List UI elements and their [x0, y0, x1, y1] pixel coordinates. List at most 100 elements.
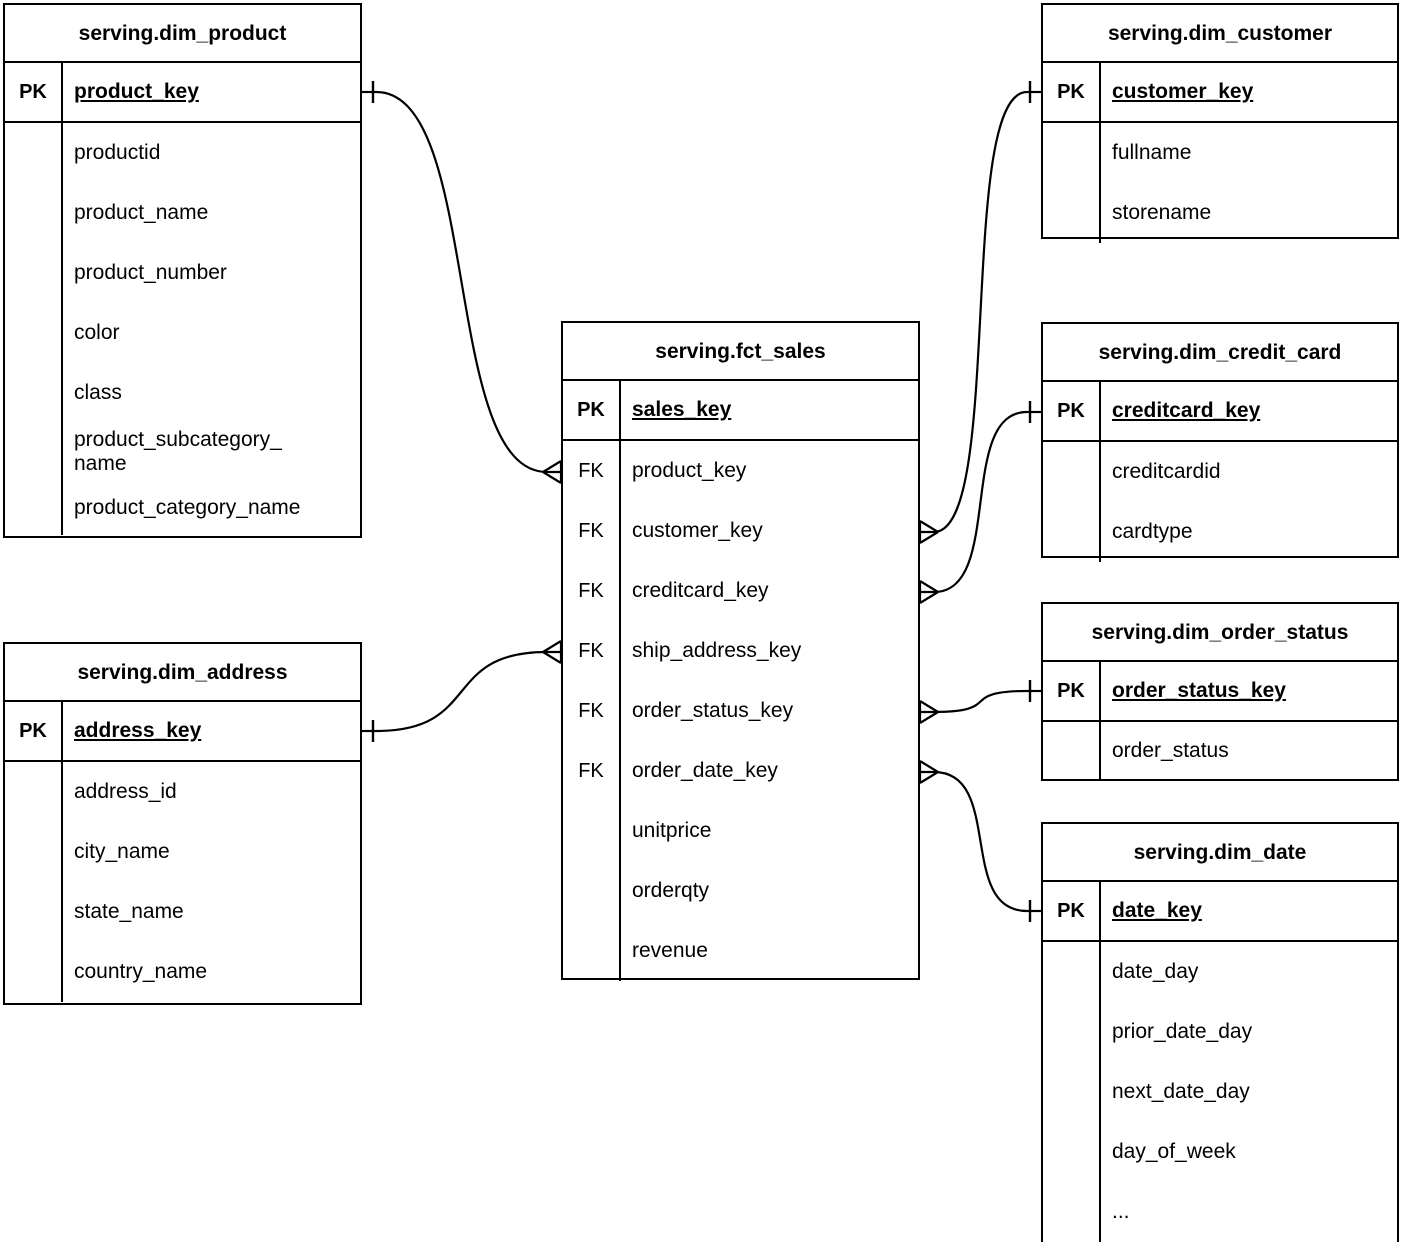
key-label: [1043, 1062, 1101, 1122]
cardinality-many-prong: [919, 591, 939, 604]
entity-row-pk[interactable]: PK creditcard_key: [1043, 382, 1397, 442]
key-label: [5, 762, 63, 822]
entity-row[interactable]: day_of_week: [1043, 1122, 1397, 1182]
key-label: [5, 481, 63, 535]
entity-row[interactable]: next_date_day: [1043, 1062, 1397, 1122]
key-label: [563, 921, 621, 981]
relationship-line: [375, 90, 548, 474]
attribute-name: orderqty: [632, 879, 710, 903]
attribute-name: country_name: [74, 960, 208, 984]
cardinality-many-prong: [919, 760, 939, 773]
entity-fields: productid product_name product_number co…: [5, 123, 360, 535]
entity-title: serving.fct_sales: [563, 323, 918, 381]
entity-row[interactable]: productid: [5, 123, 360, 183]
key-label: [5, 423, 63, 481]
entity-row[interactable]: state_name: [5, 882, 360, 942]
attribute-name: product_key: [632, 459, 747, 483]
key-label: [1043, 502, 1101, 562]
entity-row[interactable]: date_day: [1043, 942, 1397, 1002]
entity-row-pk[interactable]: PK order_status_key: [1043, 662, 1397, 722]
attribute-name: product_key: [74, 80, 199, 104]
entity-row-pk[interactable]: PK customer_key: [1043, 63, 1397, 123]
relationship-rel-date: [918, 760, 1041, 922]
key-label-pk: PK: [5, 702, 63, 760]
entity-row[interactable]: revenue: [563, 921, 918, 981]
attribute-name: address_key: [74, 719, 202, 743]
attribute-name: fullname: [1112, 141, 1192, 165]
entity-row[interactable]: order_status: [1043, 722, 1397, 779]
entity-dim-order-status[interactable]: serving.dim_order_status PK order_status…: [1041, 602, 1399, 781]
key-label: [1043, 722, 1101, 779]
entity-row[interactable]: prior_date_day: [1043, 1002, 1397, 1062]
cardinality-many-prong: [919, 711, 939, 724]
cardinality-many-prong: [919, 700, 939, 713]
attribute-name: color: [74, 321, 120, 345]
key-label: [5, 243, 63, 303]
entity-row[interactable]: FK product_key: [563, 441, 918, 501]
key-label: [563, 801, 621, 861]
attribute-name: sales_key: [632, 398, 732, 422]
attribute-name: storename: [1112, 201, 1212, 225]
entity-dim-credit-card[interactable]: serving.dim_credit_card PK creditcard_ke…: [1041, 322, 1399, 562]
key-label: [1043, 442, 1101, 502]
attribute-name: ...: [1112, 1200, 1130, 1224]
entity-row-pk[interactable]: PK address_key: [5, 702, 360, 762]
entity-row-pk[interactable]: PK date_key: [1043, 882, 1397, 942]
key-label: [1043, 183, 1101, 243]
attribute-name: order_status_key: [632, 699, 794, 723]
key-label-pk: PK: [563, 381, 621, 439]
key-label: [5, 882, 63, 942]
attribute-name: next_date_day: [1112, 1080, 1250, 1104]
entity-row[interactable]: address_id: [5, 762, 360, 822]
entity-row[interactable]: color: [5, 303, 360, 363]
entity-dim-address[interactable]: serving.dim_address PK address_key addre…: [3, 642, 362, 1005]
entity-row[interactable]: fullname: [1043, 123, 1397, 183]
key-label: [5, 363, 63, 423]
key-label: [1043, 123, 1101, 183]
key-label: [5, 942, 63, 1002]
entity-row[interactable]: product_category_name: [5, 481, 360, 535]
attribute-name: order_date_key: [632, 759, 778, 783]
entity-fields: creditcardid cardtype: [1043, 442, 1397, 562]
entity-row[interactable]: city_name: [5, 822, 360, 882]
entity-fct-sales[interactable]: serving.fct_sales PK sales_key FK product…: [561, 321, 920, 981]
attribute-name: date_key: [1112, 899, 1202, 923]
entity-title: serving.dim_order_status: [1043, 604, 1397, 662]
entity-row[interactable]: class: [5, 363, 360, 423]
attribute-name: creditcard_key: [1112, 399, 1261, 423]
entity-row[interactable]: product_name: [5, 183, 360, 243]
entity-row-pk[interactable]: PK sales_key: [563, 381, 918, 441]
entity-row[interactable]: country_name: [5, 942, 360, 1002]
key-label-fk: FK: [563, 441, 621, 501]
entity-row[interactable]: creditcardid: [1043, 442, 1397, 502]
attribute-name: date_day: [1112, 960, 1199, 984]
entity-dim-product[interactable]: serving.dim_product PK product_key produ…: [3, 3, 362, 538]
entity-row-pk[interactable]: PK product_key: [5, 63, 360, 123]
entity-fields: order_status: [1043, 722, 1397, 779]
attribute-name: day_of_week: [1112, 1140, 1236, 1164]
entity-row[interactable]: storename: [1043, 183, 1397, 243]
key-label: [5, 123, 63, 183]
key-label: [5, 303, 63, 363]
key-label: [1043, 1122, 1101, 1182]
entity-row[interactable]: ...: [1043, 1182, 1397, 1242]
relationship-line: [933, 90, 1028, 534]
entity-dim-date[interactable]: serving.dim_date PK date_key date_day pr…: [1041, 822, 1399, 1242]
entity-row[interactable]: product_number: [5, 243, 360, 303]
cardinality-many-prong: [919, 520, 939, 533]
relationship-line: [933, 770, 1028, 913]
attribute-name: ship_address_key: [632, 639, 802, 663]
entity-row[interactable]: cardtype: [1043, 502, 1397, 562]
entity-row[interactable]: product_subcategory_ name: [5, 423, 360, 481]
attribute-name: productid: [74, 141, 161, 165]
entity-dim-customer[interactable]: serving.dim_customer PK customer_key ful…: [1041, 3, 1399, 243]
entity-row[interactable]: unitprice: [563, 801, 918, 861]
attribute-name: prior_date_day: [1112, 1020, 1253, 1044]
entity-row[interactable]: orderqty: [563, 861, 918, 921]
